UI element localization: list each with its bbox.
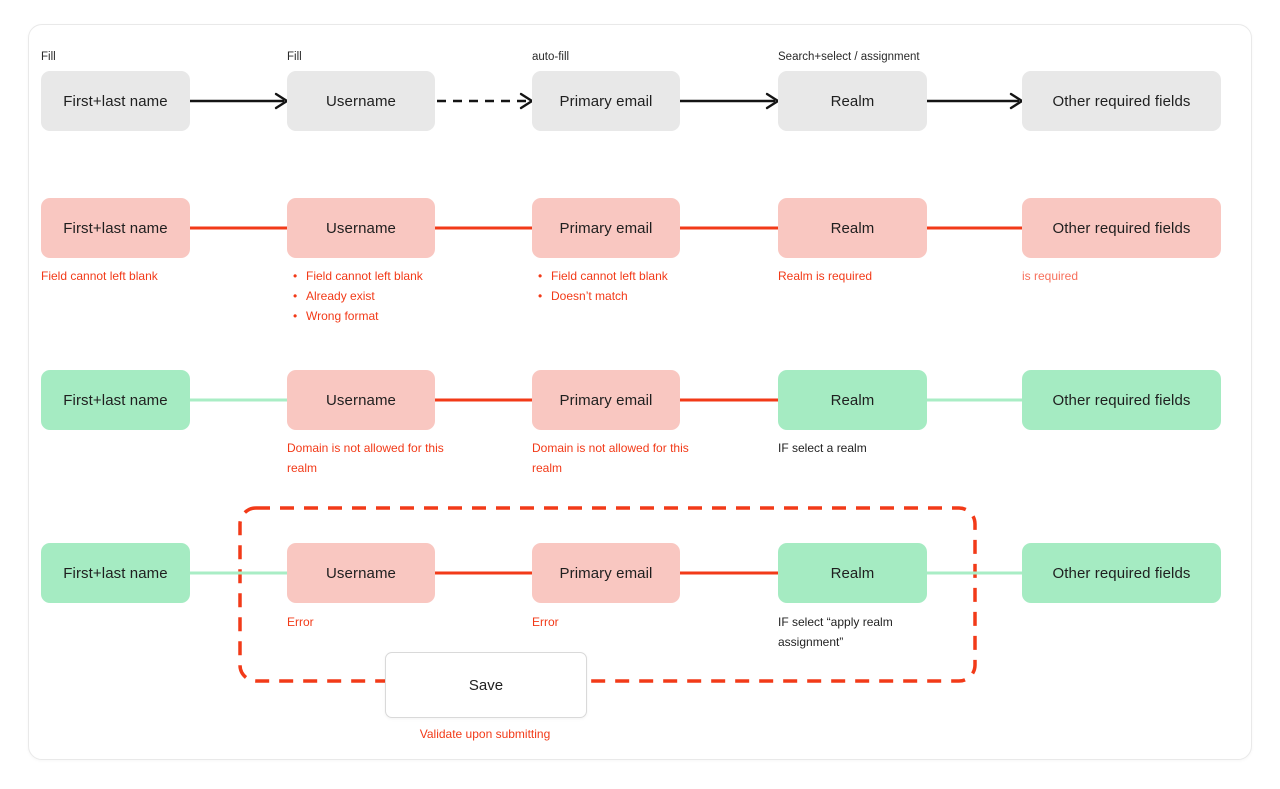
error-item: Wrong format	[293, 306, 423, 326]
error-note-r3-primary-email: Domain is not allowed for this realm	[532, 441, 689, 475]
box-r4-username: Username	[287, 543, 435, 603]
step-label-fill-name: Fill	[41, 51, 56, 63]
error-item: Field cannot left blank	[538, 266, 668, 286]
condition-note-r3-realm: IF select a realm	[778, 441, 867, 455]
box-r1-first-last-name: First+last name	[41, 71, 190, 131]
box-r4-first-last-name: First+last name	[41, 543, 190, 603]
error-note-r2-other: is required	[1022, 269, 1079, 283]
error-note-r3-username: Domain is not allowed for this realm	[287, 441, 444, 475]
step-label-autofill-email: auto-fill	[532, 51, 570, 63]
step-label-fill-username: Fill	[287, 51, 302, 63]
box-r1-other-required-fields: Other required fields	[1022, 71, 1221, 131]
error-list-r2-username: Field cannot left blank Already exist Wr…	[287, 266, 423, 326]
box-r3-other-required-fields: Other required fields	[1022, 370, 1221, 430]
box-r3-first-last-name: First+last name	[41, 370, 190, 430]
condition-note-r4-realm: IF select “apply realm assignment”	[778, 615, 893, 649]
step-label-search-select-realm: Search+select / assignment	[778, 51, 920, 63]
box-r1-primary-email: Primary email	[532, 71, 680, 131]
box-r2-primary-email: Primary email	[532, 198, 680, 258]
box-r4-primary-email: Primary email	[532, 543, 680, 603]
box-r4-realm: Realm	[778, 543, 927, 603]
box-r2-username: Username	[287, 198, 435, 258]
save-button: Save	[385, 652, 587, 718]
error-list-r2-primary-email: Field cannot left blank Doesn’t match	[532, 266, 668, 306]
error-note-r2-realm: Realm is required	[778, 269, 873, 283]
error-note-r4-username: Error	[287, 615, 314, 629]
box-r1-realm: Realm	[778, 71, 927, 131]
box-r2-other-required-fields: Other required fields	[1022, 198, 1221, 258]
error-item: Already exist	[293, 286, 423, 306]
box-r1-username: Username	[287, 71, 435, 131]
box-r2-realm: Realm	[778, 198, 927, 258]
box-r4-other-required-fields: Other required fields	[1022, 543, 1221, 603]
box-r2-first-last-name: First+last name	[41, 198, 190, 258]
box-r3-username: Username	[287, 370, 435, 430]
error-item: Field cannot left blank	[293, 266, 423, 286]
save-validation-note: Validate upon submitting	[419, 727, 551, 741]
error-note-r4-primary-email: Error	[532, 615, 559, 629]
error-note-r2-first-last-name: Field cannot left blank	[41, 269, 158, 283]
error-item: Doesn’t match	[538, 286, 668, 306]
box-r3-primary-email: Primary email	[532, 370, 680, 430]
box-r3-realm: Realm	[778, 370, 927, 430]
